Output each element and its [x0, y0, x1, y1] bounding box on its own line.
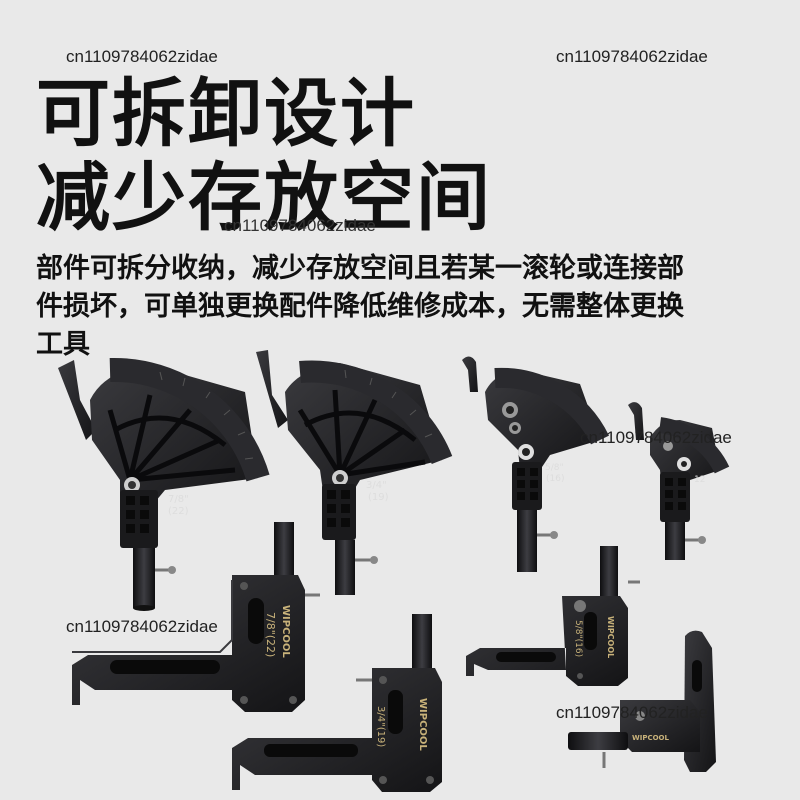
roller-5-8-label-b: (16) [546, 474, 564, 484]
headline-line-1: 可拆卸设计 [36, 71, 416, 157]
headline-line-2: 减少存放空间 [36, 155, 492, 241]
bracket-5-8-size: 5/8"(16) [573, 620, 583, 657]
roller-3-4-label-b: (19) [368, 492, 389, 503]
watermark: cn1109784062zidae [556, 703, 708, 722]
roller-12-label: 12 [694, 475, 705, 485]
roller-5-8-label-a: 5/8" [545, 463, 564, 473]
bracket-5-8-brand: WIPCOOL [606, 616, 615, 658]
watermark: cn1109784062zidae [66, 47, 218, 66]
watermark: cn1109784062zidae [66, 617, 218, 636]
description-text: 部件可拆分收纳，减少存放空间且若某一滚轮或连接部件损坏，可单独更换配件降低维修成… [36, 253, 684, 360]
bracket-3-4: WIPCOOL 3/4"(19) [232, 614, 442, 792]
bracket-3-4-brand: WIPCOOL [417, 698, 428, 751]
watermark: cn1109784062zidae [556, 47, 708, 66]
bracket-7-8: WIPCOOL 7/8"(22) [72, 522, 320, 712]
roller-3-4-label-a: 3/4" [366, 480, 387, 491]
roller-12: 12 [628, 402, 730, 560]
roller-3-4: 3/4" (19) [256, 350, 453, 595]
watermark: cn1109784062zidae [580, 428, 732, 447]
roller-5-8: 5/8" (16) [462, 356, 610, 572]
roller-7-8-label-a: 7/8" [168, 494, 189, 505]
bracket-5-8: WIPCOOL 5/8"(16) [466, 546, 640, 686]
bracket-small: WIPCOOL [568, 630, 716, 772]
bracket-7-8-size: 7/8"(22) [264, 612, 277, 657]
roller-7-8-label-b: (22) [168, 506, 189, 517]
bracket-small-brand: WIPCOOL [632, 734, 669, 742]
bracket-7-8-brand: WIPCOOL [280, 605, 291, 658]
watermark: cn1109784062zidae [224, 216, 376, 235]
roller-7-8: 7/8" (22) [58, 357, 270, 611]
bracket-3-4-size: 3/4"(19) [375, 706, 386, 747]
